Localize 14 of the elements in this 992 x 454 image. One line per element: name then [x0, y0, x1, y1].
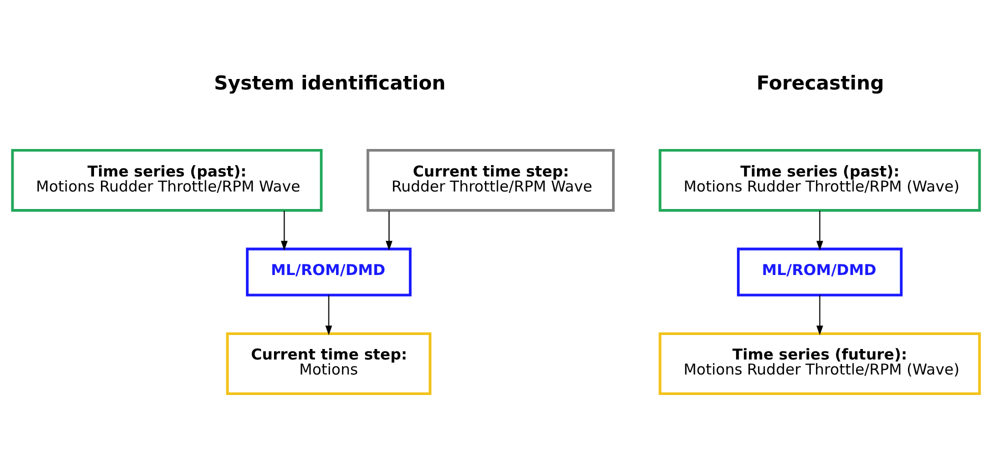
- node-box: Current time step: Rudder Throttle/RPM Wave: [366, 149, 615, 212]
- node-box: ML/ROM/DMD: [246, 248, 412, 296]
- arrow: [325, 295, 332, 336]
- node-box: Time series (past): Motions Rudder Throttle/RPM Wave: [11, 149, 323, 212]
- node-box: Time series (future): Motions Rudder Throttle/RPM (Wave): [658, 332, 981, 396]
- label: System identification: [214, 72, 446, 95]
- arrow: [816, 295, 824, 336]
- arrow: [280, 210, 288, 250]
- node-box: ML/ROM/DMD: [736, 248, 903, 296]
- label: Forecasting: [756, 72, 884, 95]
- arrow: [386, 210, 392, 250]
- node-box: Current time step: Motions: [226, 332, 432, 396]
- node-box: Time series (past): Motions Rudder Throttle/RPM (Wave): [658, 149, 981, 212]
- arrow: [816, 210, 824, 250]
